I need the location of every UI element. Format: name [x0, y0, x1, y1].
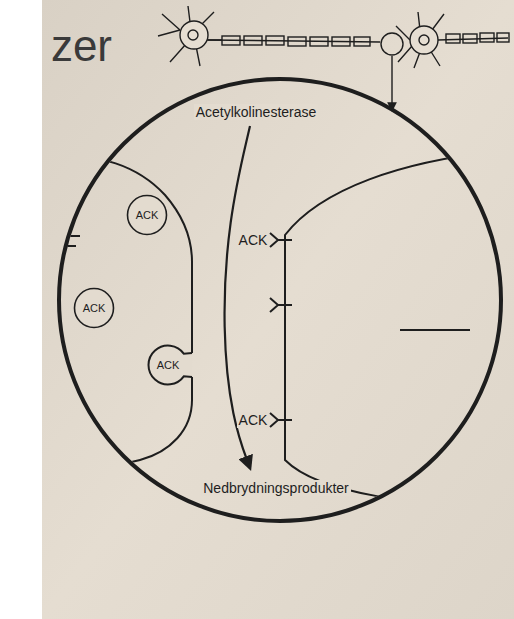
myelin — [222, 36, 370, 46]
nucleus — [419, 35, 429, 45]
presynaptic-terminal — [40, 156, 192, 464]
slide-title: zer — [51, 24, 112, 68]
molecule-label: ACK — [237, 232, 270, 248]
fusing-vesicle: ACK — [147, 344, 189, 386]
product-label: Nedbrydningsprodukter — [201, 480, 351, 496]
vesicle-outline — [128, 196, 167, 235]
neurons-overview — [158, 6, 509, 110]
membrane-marks — [64, 236, 80, 406]
membrane-line — [400, 329, 470, 331]
nucleus — [188, 30, 198, 40]
vesicle-label: ACK — [136, 209, 159, 221]
zoom-arrow — [391, 56, 392, 110]
myelin — [446, 33, 509, 43]
synapse-marker — [381, 33, 403, 55]
book-page — [42, 0, 514, 619]
vesicle: ACK — [73, 287, 115, 329]
postsynaptic-membrane — [285, 150, 510, 506]
soma — [410, 26, 438, 54]
soma — [180, 21, 208, 49]
zoom-circle — [59, 79, 501, 521]
enzyme-label: Acetylkolinesterase — [194, 104, 319, 120]
vesicle-outline — [149, 346, 193, 385]
vesicle-label: ACK — [157, 359, 180, 371]
dendrites — [158, 6, 222, 66]
dendrites — [396, 12, 444, 68]
vesicle-outline — [75, 289, 114, 328]
vesicle: ACK — [126, 194, 168, 236]
receptor-symbol — [270, 233, 292, 427]
molecule-label: ACK — [237, 412, 270, 428]
vesicle-label: ACK — [83, 302, 106, 314]
